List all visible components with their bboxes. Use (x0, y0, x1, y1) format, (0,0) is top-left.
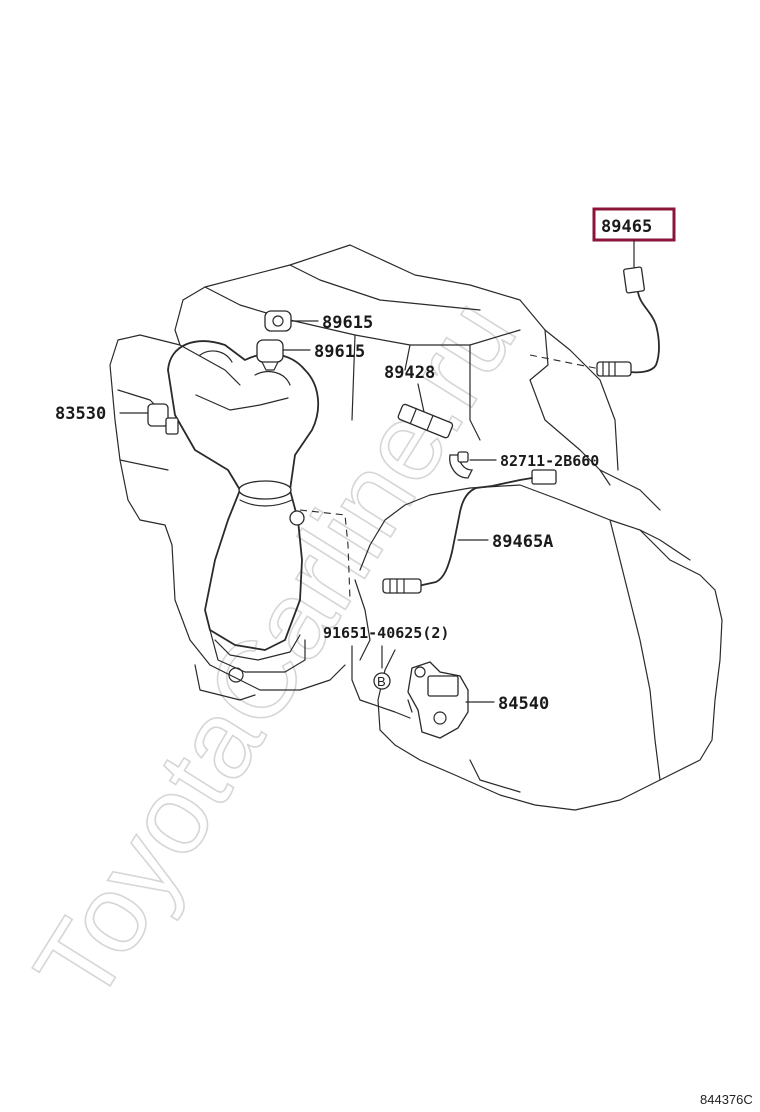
o2-sensor-upper-assembly[interactable]: 89465 (592, 207, 676, 377)
neutral-switch-icon[interactable] (407, 661, 469, 739)
watermark: ToyotaCarline.ru (11, 278, 540, 1022)
o2-sensor-lower-part-number[interactable]: 89465A (492, 532, 553, 552)
cam-sensor-part-number[interactable]: 89428 (384, 363, 435, 383)
o2-sensor-lower-assembly[interactable]: 89465A (382, 469, 557, 594)
clamp-part-number[interactable]: 82711-2B660 (500, 452, 599, 470)
knock-sensor-a-assembly[interactable]: 89615 (264, 310, 373, 333)
coolant-temp-sensor-part-number[interactable]: 83530 (55, 404, 106, 424)
knock-sensor-b-part-number[interactable]: 89615 (314, 342, 365, 362)
coolant-temp-sensor-assembly[interactable]: 83530 (55, 403, 179, 435)
bolt-assembly[interactable]: 91651-40625(2) B (323, 624, 449, 719)
cam-sensor-assembly[interactable]: 89428 (384, 363, 454, 439)
cam-sensor-icon[interactable] (397, 403, 454, 439)
coolant-temp-sensor-icon[interactable] (147, 403, 169, 427)
knock-sensor-b-assembly[interactable]: 89615 (256, 339, 365, 371)
knock-sensor-a-icon[interactable] (264, 310, 292, 332)
bolt-part-number[interactable]: 91651-40625(2) (323, 624, 449, 642)
figure-reference: 844376C (700, 1092, 753, 1107)
o2-sensor-upper-label-box[interactable] (592, 207, 676, 242)
bolt-marker-letter: B (377, 674, 386, 689)
knock-sensor-b-icon[interactable] (256, 339, 284, 363)
bolt-marker-icon[interactable] (373, 672, 391, 690)
clamp-assembly[interactable]: 82711-2B660 (449, 451, 600, 479)
neutral-switch-assembly[interactable]: 84540 (407, 661, 549, 739)
o2-sensor-upper-body[interactable] (596, 361, 632, 377)
knock-sensor-a-part-number[interactable]: 89615 (322, 313, 373, 333)
exhaust-manifold (167, 340, 320, 673)
neutral-switch-part-number[interactable]: 84540 (498, 694, 549, 714)
o2-sensor-upper-part-number[interactable]: 89465 (601, 217, 652, 237)
engine-outline (109, 244, 723, 811)
o2-sensor-lower-body[interactable] (382, 578, 422, 594)
